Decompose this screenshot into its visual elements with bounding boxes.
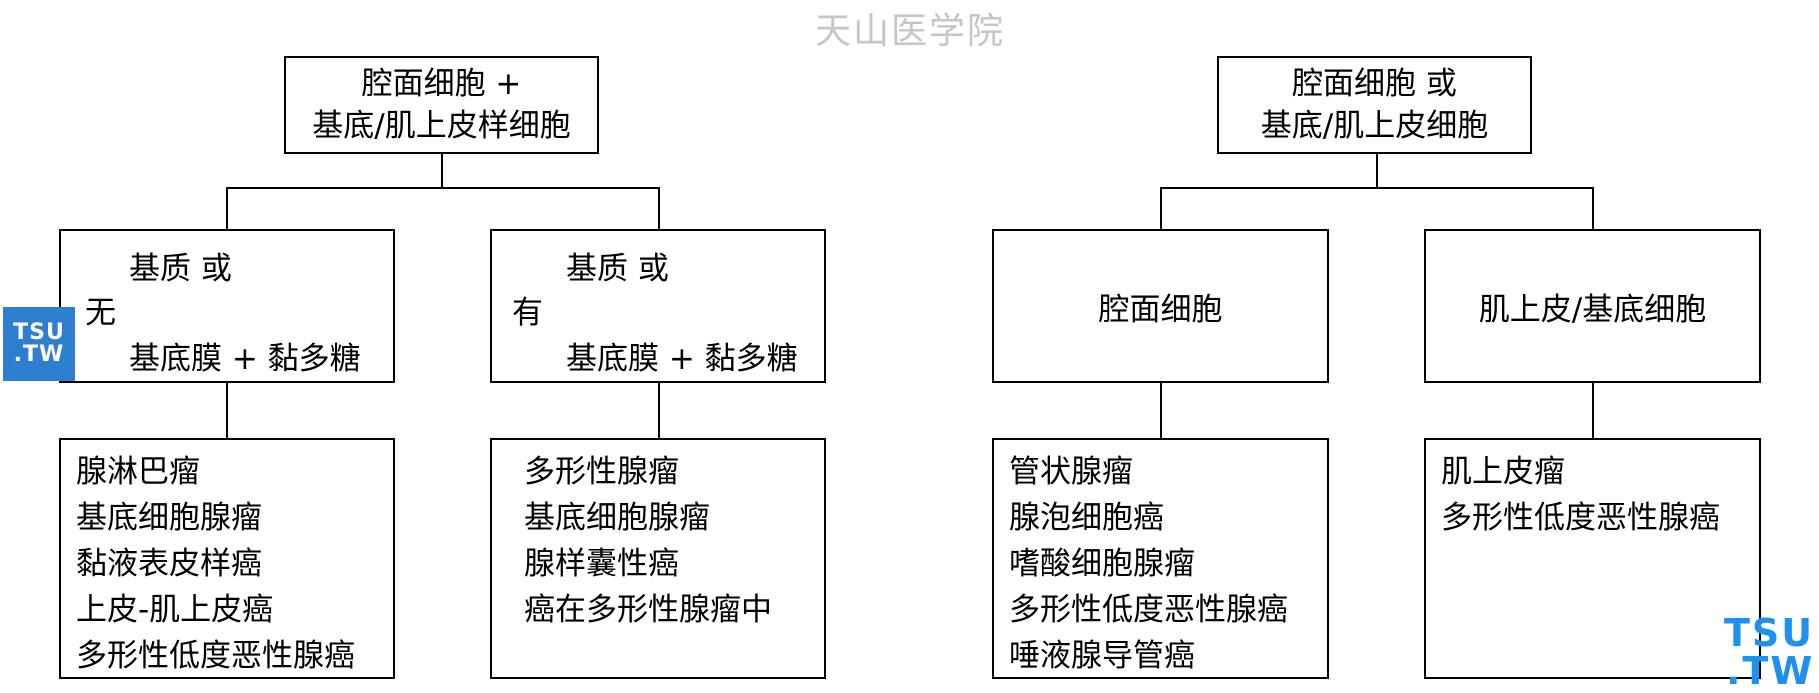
connector-line — [1160, 187, 1594, 189]
list-item: 黏液表皮样癌 — [76, 546, 262, 582]
left-branch-a-left: 无 — [85, 295, 116, 331]
right-root-line2: 基底/肌上皮细胞 — [1260, 108, 1489, 144]
list-item: 管状腺瘤 — [1009, 454, 1133, 490]
connector-line — [1160, 187, 1162, 230]
connector-line — [658, 187, 660, 230]
left-branch-b-left: 有 — [512, 295, 543, 331]
right-list-a-box: 管状腺瘤 腺泡细胞癌 嗜酸细胞腺瘤 多形性低度恶性腺癌 唾液腺导管癌 — [992, 438, 1329, 679]
left-branch-b-box: 基质 或 有 基底膜 + 黏多糖 — [490, 229, 826, 383]
list-item: 腺淋巴瘤 — [76, 454, 200, 490]
left-branch-a-top: 基质 或 — [129, 251, 232, 287]
list-item: 腺样囊性癌 — [524, 546, 679, 582]
logo-line2: .TW — [1726, 649, 1815, 693]
list-item: 基底细胞腺瘤 — [76, 500, 262, 536]
right-branch-a-box: 腔面细胞 — [992, 229, 1329, 383]
list-item: 多形性腺瘤 — [524, 454, 679, 490]
connector-line — [226, 187, 228, 230]
list-item: 癌在多形性腺瘤中 — [524, 592, 772, 628]
logo-line1: TSU — [1724, 611, 1815, 655]
right-branch-b-label: 肌上皮/基底细胞 — [1478, 291, 1707, 328]
connector-line — [1376, 152, 1378, 189]
left-branch-b-top: 基质 或 — [566, 251, 669, 287]
left-root-box: 腔面细胞 + 基底/肌上皮样细胞 — [284, 56, 599, 154]
list-item: 上皮-肌上皮癌 — [76, 592, 274, 628]
right-list-b-box: 肌上皮瘤 多形性低度恶性腺癌 — [1424, 438, 1761, 679]
tsu-logo: TSU .TW — [3, 307, 75, 381]
left-root-line1: 腔面细胞 + — [361, 66, 522, 102]
list-item: 嗜酸细胞腺瘤 — [1009, 546, 1195, 582]
right-branch-b-box: 肌上皮/基底细胞 — [1424, 229, 1761, 383]
connector-line — [1592, 187, 1594, 230]
left-list-b-box: 多形性腺瘤 基底细胞腺瘤 腺样囊性癌 癌在多形性腺瘤中 — [490, 438, 826, 679]
watermark-text: 天山医学院 — [814, 11, 1005, 52]
connector-line — [1592, 381, 1594, 439]
connector-line — [1160, 381, 1162, 439]
list-item: 唾液腺导管癌 — [1009, 638, 1195, 674]
left-branch-a-bottom: 基底膜 + 黏多糖 — [129, 341, 361, 377]
connector-line — [226, 187, 660, 189]
list-item: 腺泡细胞癌 — [1009, 500, 1164, 536]
left-branch-a-box: 基质 或 无 基底膜 + 黏多糖 — [59, 229, 395, 383]
connector-line — [226, 381, 228, 439]
list-item: 多形性低度恶性腺癌 — [1009, 592, 1288, 628]
tsu-logo-corner: TSU .TW — [1724, 614, 1814, 690]
list-item: 肌上皮瘤 — [1441, 454, 1565, 490]
connector-line — [658, 381, 660, 439]
list-item: 多形性低度恶性腺癌 — [1441, 500, 1720, 536]
left-branch-b-bottom: 基底膜 + 黏多糖 — [566, 341, 798, 377]
list-item: 基底细胞腺瘤 — [524, 500, 710, 536]
list-item: 多形性低度恶性腺癌 — [76, 638, 355, 674]
right-branch-a-label: 腔面细胞 — [1098, 291, 1223, 328]
left-root-line2: 基底/肌上皮样细胞 — [312, 108, 571, 144]
right-root-line1: 腔面细胞 或 — [1292, 66, 1457, 102]
right-root-box: 腔面细胞 或 基底/肌上皮细胞 — [1217, 56, 1532, 154]
logo-line2: .TW — [13, 342, 65, 367]
connector-line — [441, 132, 443, 189]
left-list-a-box: 腺淋巴瘤 基底细胞腺瘤 黏液表皮样癌 上皮-肌上皮癌 多形性低度恶性腺癌 — [59, 438, 395, 679]
logo-line1: TSU — [13, 320, 65, 345]
